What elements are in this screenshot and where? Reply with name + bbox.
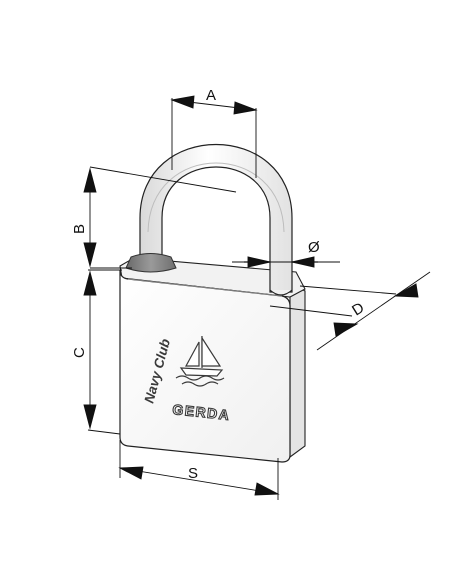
shackle-bumper bbox=[125, 253, 177, 273]
dimension-c bbox=[83, 269, 122, 435]
dimension-s bbox=[118, 440, 280, 500]
shackle bbox=[139, 144, 293, 296]
dimension-diameter bbox=[232, 256, 340, 268]
brand-logo: GERDA bbox=[172, 401, 231, 423]
dimension-c-label: C bbox=[71, 347, 88, 358]
dimension-b bbox=[83, 166, 237, 269]
dimension-b-label: B bbox=[71, 224, 88, 234]
dimension-a-label: A bbox=[206, 87, 216, 104]
dimension-s-label: S bbox=[188, 465, 198, 482]
dimension-a bbox=[170, 95, 258, 178]
dimension-diameter-label: Ø bbox=[308, 239, 320, 256]
sailboat-icon bbox=[175, 335, 225, 387]
dimension-d bbox=[269, 271, 431, 351]
